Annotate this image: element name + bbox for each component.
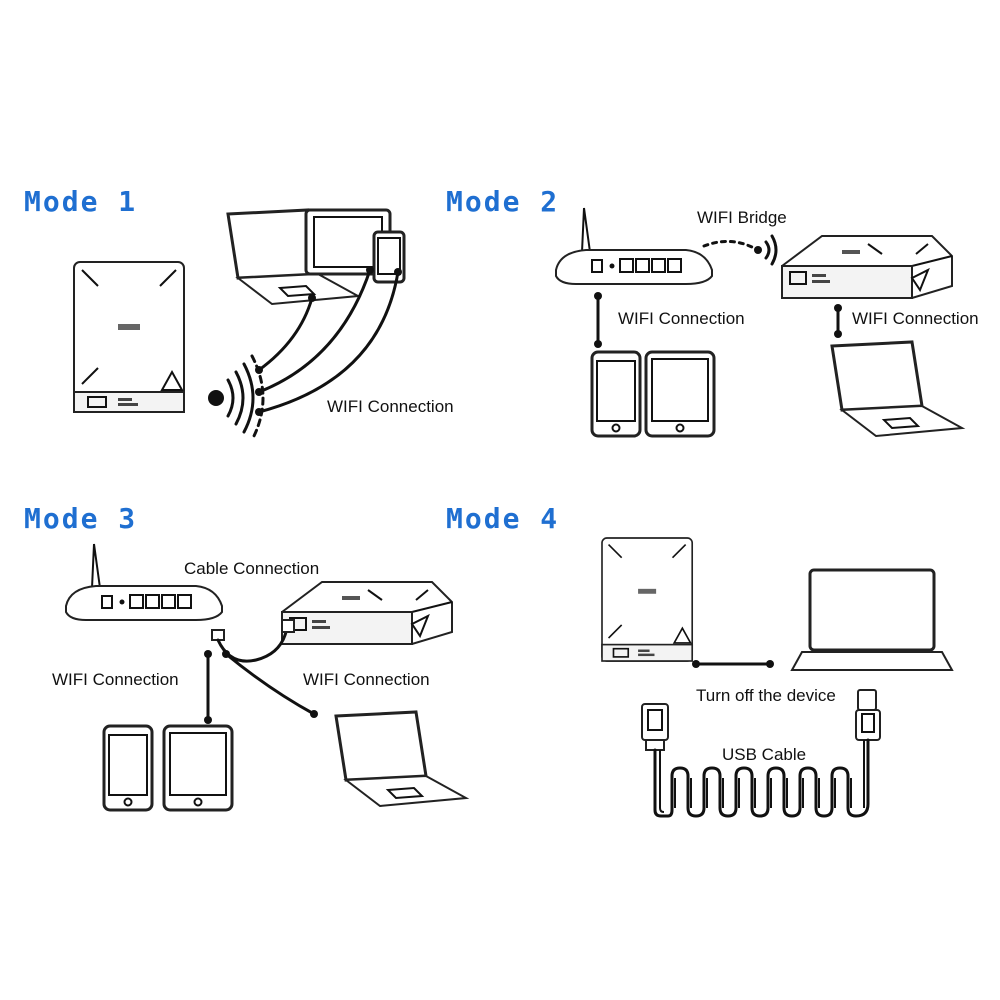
smartphone-icon (590, 350, 642, 438)
mode2-wifi-left-label: WIFI Connection (618, 309, 745, 328)
mode4-usb-label: USB Cable (722, 745, 806, 764)
laptop-icon (334, 710, 468, 808)
laptop-icon (790, 568, 954, 672)
router-icon (65, 543, 223, 621)
mode3-cable-label: Cable Connection (184, 559, 319, 578)
mode3-wifi-left-label: WIFI Connection (52, 670, 179, 689)
router-icon (555, 207, 713, 285)
mode1-wifi-label: WIFI Connection (327, 397, 454, 416)
mode4-off-link (692, 660, 774, 668)
mode1-connection-lines (255, 266, 402, 416)
tablet-icon (644, 350, 716, 438)
mode2-title: Mode 2 (446, 185, 559, 218)
mode3-right-link (222, 650, 318, 718)
tablet-icon (162, 724, 234, 812)
usb-cable-icon (641, 689, 881, 818)
mode4-title: Mode 4 (446, 502, 559, 535)
mode3-title: Mode 3 (24, 502, 137, 535)
mode3-wifi-right-label: WIFI Connection (303, 670, 430, 689)
smartphone-icon (102, 724, 154, 812)
storage-device-icon (281, 581, 453, 645)
mode4-off-label: Turn off the device (696, 686, 836, 705)
storage-device-icon (73, 261, 185, 413)
laptop-icon (830, 340, 964, 438)
mode2-bridge-link (702, 234, 778, 266)
mode2-bridge-label: WIFI Bridge (697, 208, 787, 227)
mode1-title: Mode 1 (24, 185, 137, 218)
storage-device-icon (601, 537, 694, 662)
mode3-left-link (204, 650, 212, 724)
mode2-right-link (834, 304, 842, 338)
storage-device-icon (781, 235, 953, 299)
mode2-left-link (594, 292, 602, 348)
mode2-wifi-right-label: WIFI Connection (852, 309, 979, 328)
wifi-signal-icon (208, 354, 265, 442)
